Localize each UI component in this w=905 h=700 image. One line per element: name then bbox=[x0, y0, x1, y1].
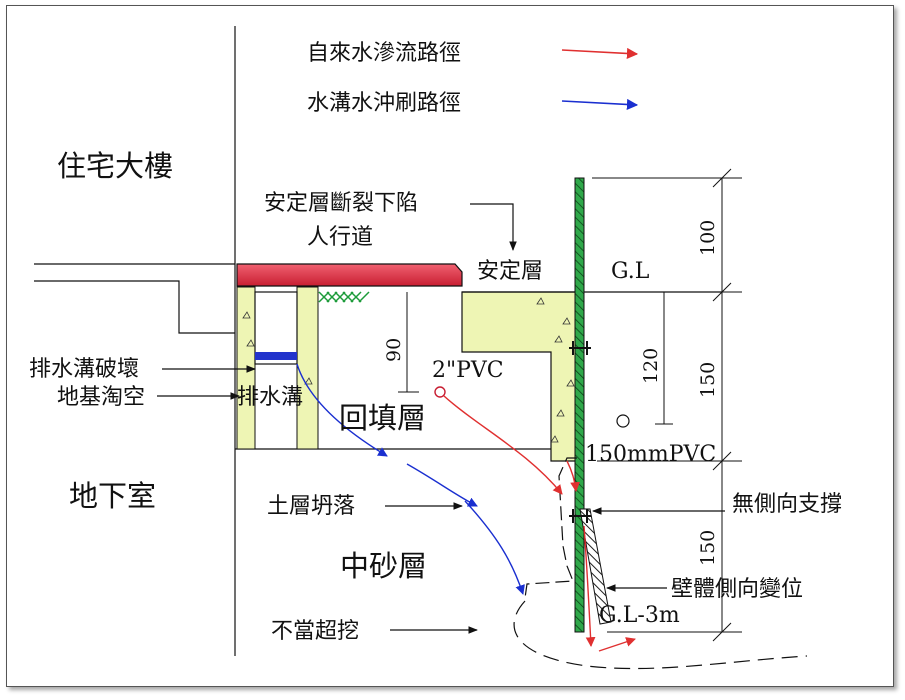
label-over-excavation: 不當超挖 bbox=[271, 619, 359, 644]
pvc-150mm-pipe bbox=[616, 414, 630, 428]
retaining-wall bbox=[574, 177, 585, 633]
label-no-lateral-support: 無側向支撐 bbox=[732, 492, 842, 517]
wall-struts bbox=[569, 341, 591, 523]
collapse-outline bbox=[524, 457, 577, 599]
label-pvc-2in: 2"PVC bbox=[432, 358, 504, 383]
drain-wall-left bbox=[236, 286, 256, 450]
label-ground-level: G.L bbox=[611, 259, 650, 284]
dim-150-low: 150 bbox=[697, 530, 719, 566]
dim-90: 90 bbox=[383, 338, 405, 362]
label-foundation-hollowed: 地基淘空 bbox=[57, 385, 145, 410]
legend: 自來水滲流路徑 水溝水沖刷路徑 bbox=[307, 41, 639, 116]
label-stabilized-layer: 安定層 bbox=[477, 259, 543, 284]
label-soil-collapse: 土層坍落 bbox=[267, 494, 355, 519]
legend-scour-arrow bbox=[561, 98, 639, 111]
label-wall-lateral-displacement: 壁體側向變位 bbox=[671, 577, 803, 602]
legend-seepage-arrow bbox=[561, 47, 639, 60]
leader-arrows bbox=[157, 203, 725, 634]
label-drain-damaged: 排水溝破壞 bbox=[29, 357, 139, 382]
label-stabilized-layer-cracked: 安定層斷裂下陷 bbox=[264, 191, 418, 216]
sidewalk-slab bbox=[236, 263, 463, 287]
label-sidewalk: 人行道 bbox=[307, 225, 373, 250]
label-residential-building: 住宅大樓 bbox=[57, 149, 173, 183]
stabilized-layer-aggregate bbox=[242, 297, 575, 443]
label-drain: 排水溝 bbox=[237, 385, 303, 410]
label-pvc-150mm: 150mmPVC bbox=[585, 442, 716, 467]
over-excavation-outline bbox=[513, 600, 808, 670]
dim-150-mid: 150 bbox=[697, 362, 719, 398]
pvc-2in-pipe bbox=[434, 386, 446, 398]
drain-wall-right bbox=[296, 286, 319, 450]
drain-water bbox=[255, 352, 297, 360]
excavation-diagram: 自來水滲流路徑 水溝水沖刷路徑 bbox=[29, 26, 842, 670]
label-basement: 地下室 bbox=[69, 479, 156, 513]
label-gl-minus-3m: G.L-3m bbox=[599, 603, 680, 628]
dim-120: 120 bbox=[640, 348, 662, 384]
dimension-lines bbox=[592, 168, 742, 642]
label-medium-sand-layer: 中砂層 bbox=[340, 549, 427, 583]
building-structure bbox=[34, 26, 567, 656]
diagram-frame: 自來水滲流路徑 水溝水沖刷路徑 bbox=[6, 5, 894, 687]
dim-100: 100 bbox=[697, 220, 719, 256]
legend-seepage-label: 自來水滲流路徑 bbox=[307, 41, 461, 66]
scour-paths bbox=[296, 363, 525, 595]
legend-scour-label: 水溝水沖刷路徑 bbox=[307, 91, 461, 116]
grass-hatch bbox=[318, 291, 370, 303]
seepage-paths bbox=[443, 395, 636, 652]
label-backfill-layer: 回填層 bbox=[339, 401, 426, 435]
